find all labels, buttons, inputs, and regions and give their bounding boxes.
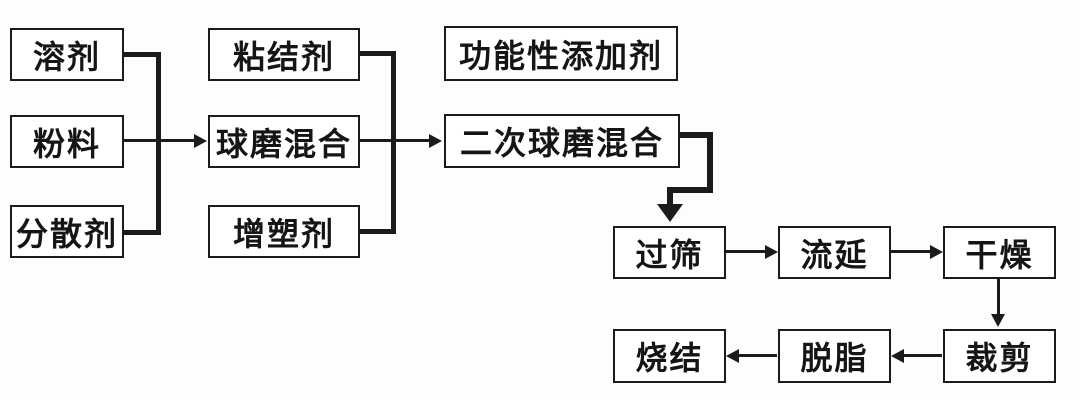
edge-plasticizer-stub — [359, 229, 396, 234]
node-tape-casting: 流延 — [778, 226, 891, 279]
node-binder: 粘结剂 — [208, 28, 360, 81]
arrowhead-into-ball-milling — [194, 134, 207, 148]
node-functional-additives: 功能性添加剂 — [444, 26, 678, 81]
node-drying: 干燥 — [943, 226, 1056, 279]
edge-binder-stub — [359, 51, 396, 56]
edge-tapecasting-to-drying-line — [891, 250, 932, 253]
edge-secondary-elbow-h2 — [667, 187, 713, 193]
node-sintering: 烧结 — [613, 329, 726, 383]
arrowhead-into-drying — [930, 245, 943, 259]
arrowhead-into-secondary-ball-milling — [429, 134, 442, 148]
arrowhead-into-sintering — [726, 349, 739, 363]
node-secondary-ball-milling: 二次球磨混合 — [444, 114, 680, 168]
edge-secondary-elbow-v2 — [667, 187, 673, 206]
arrowhead-into-sieving — [657, 204, 683, 222]
arrowhead-into-tape-casting — [765, 245, 778, 259]
edge-mid-bracket-vertical — [391, 51, 396, 234]
node-solvent: 溶剂 — [10, 28, 124, 81]
edge-secondary-elbow-v1 — [707, 132, 713, 193]
node-cutting: 裁剪 — [943, 329, 1056, 383]
edge-debinding-to-sintering-line — [737, 354, 777, 357]
node-powder: 粉料 — [10, 115, 124, 168]
node-sieving: 过筛 — [613, 226, 726, 279]
edge-left-bracket-vertical — [156, 52, 161, 235]
node-debinding: 脱脂 — [778, 329, 891, 383]
node-ball-milling: 球磨混合 — [208, 115, 360, 168]
edge-ballmilling-to-secondary-line — [360, 139, 431, 142]
edge-secondary-elbow-h1 — [679, 132, 713, 138]
node-dispersant: 分散剂 — [10, 205, 124, 258]
edge-powder-to-ballmilling-line — [124, 139, 196, 142]
edge-cutting-to-debinding-line — [902, 354, 942, 357]
arrowhead-into-cutting — [991, 314, 1005, 327]
arrowhead-into-debinding — [891, 349, 904, 363]
edge-drying-to-cutting-line — [997, 279, 1000, 316]
edge-dispersant-stub — [123, 230, 161, 235]
edge-sieving-to-tapecasting-line — [726, 250, 767, 253]
edge-solvent-stub — [123, 52, 161, 57]
node-plasticizer: 增塑剂 — [208, 205, 360, 258]
